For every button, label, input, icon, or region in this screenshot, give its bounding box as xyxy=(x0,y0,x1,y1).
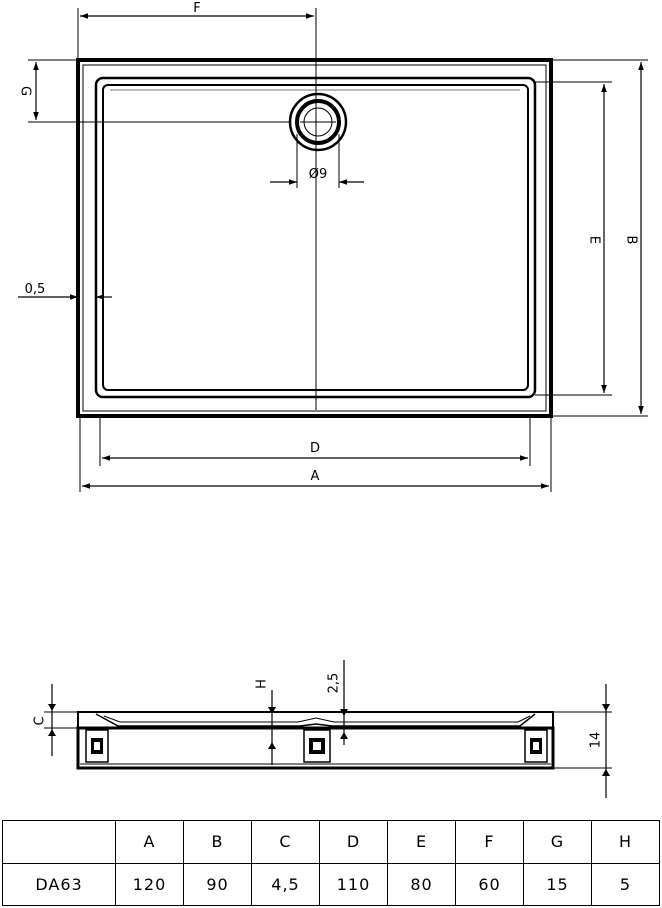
dim-g-label: G xyxy=(18,86,33,96)
foot-center xyxy=(303,729,331,763)
dim-slope-label: 2,5 xyxy=(327,673,342,694)
dim-e-label: E xyxy=(587,236,602,244)
table-header-cell: C xyxy=(251,820,320,864)
table-cell: 4,5 xyxy=(251,862,320,906)
table-cell: 90 xyxy=(183,862,252,906)
table-cell: 120 xyxy=(115,862,184,906)
table-cell: 5 xyxy=(591,862,660,906)
side-basin-profile xyxy=(95,713,536,727)
dim-diameter-label: Ø9 xyxy=(309,167,328,182)
dim-b-label: B xyxy=(624,236,639,245)
top-view: F G Ø9 0,5 E B D A xyxy=(18,1,648,492)
foot-left xyxy=(85,729,109,763)
table-cell: 80 xyxy=(387,862,456,906)
foot-right xyxy=(524,729,548,763)
table-header-cell xyxy=(2,820,116,864)
dim-14-label: 14 xyxy=(589,732,604,749)
table-header-cell: E xyxy=(387,820,456,864)
table-header-cell: A xyxy=(115,820,184,864)
dim-h-label: H xyxy=(255,679,270,689)
table-header-cell: B xyxy=(183,820,252,864)
side-view: H 2,5 C 14 xyxy=(33,660,612,798)
tray-outline xyxy=(76,58,553,418)
side-basin-profile-inner xyxy=(103,715,531,723)
table-header-cell: D xyxy=(319,820,388,864)
table-cell: 60 xyxy=(455,862,524,906)
table-header-row: A B C D E F G H xyxy=(2,820,660,864)
dim-f-label: F xyxy=(193,1,200,16)
tray-rim-line xyxy=(82,64,547,412)
dimensions-table: A B C D E F G H DA63 120 90 4,5 110 80 6… xyxy=(2,820,660,906)
table-header-cell: H xyxy=(591,820,660,864)
dim-c-label: C xyxy=(33,716,48,725)
table-cell: DA63 xyxy=(2,862,116,906)
table-header-cell: G xyxy=(523,820,592,864)
technical-drawing: F G Ø9 0,5 E B D A xyxy=(18,1,648,798)
table-row: DA63 120 90 4,5 110 80 60 15 5 xyxy=(2,862,660,906)
dim-a-label: A xyxy=(311,469,320,484)
table-cell: 15 xyxy=(523,862,592,906)
table-header-cell: F xyxy=(455,820,524,864)
dim-lip-label: 0,5 xyxy=(25,282,46,297)
dim-d-label: D xyxy=(310,441,320,456)
table-cell: 110 xyxy=(319,862,388,906)
side-tray-body xyxy=(76,726,555,770)
